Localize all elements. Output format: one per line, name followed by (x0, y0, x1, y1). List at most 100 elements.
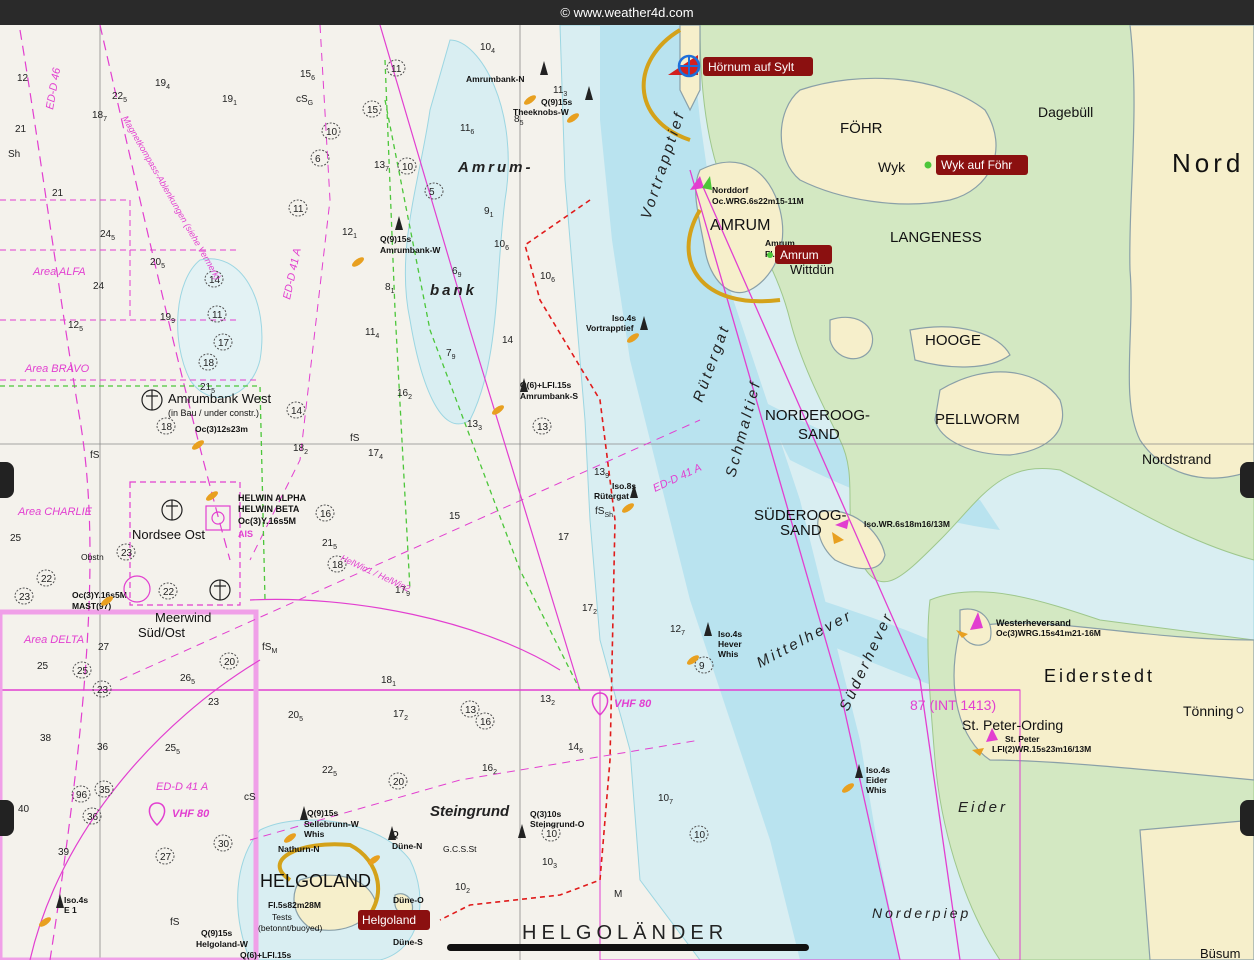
depth-sounding: 79 (446, 348, 456, 361)
svg-text:10: 10 (326, 127, 338, 138)
depth-sounding: 69 (452, 266, 462, 279)
light-stpeter: St. Peter (1005, 734, 1040, 744)
light-amrumbank-s-q: Q(6)+LFl.15s (520, 380, 572, 390)
light-sellebrunn-q: Q(9)15s (307, 808, 338, 818)
wreck-sounding: 14 (204, 270, 224, 288)
wreck-sounding: 35 (94, 780, 114, 798)
label-helgoland: HELGOLAND (260, 871, 371, 891)
label-suderoog-sand: SAND (780, 522, 822, 539)
wreck-sounding: 11 (207, 305, 227, 323)
cable-routes (0, 59, 581, 691)
light-dune-n-q: Q (392, 829, 399, 839)
svg-text:10: 10 (402, 162, 414, 173)
light-helgoland-w-q: Q(9)15s (201, 928, 232, 938)
wreck-sounding: 36 (82, 807, 102, 825)
label-langeness: LANGENESS (890, 229, 982, 246)
label-nord: Nord (1172, 148, 1244, 178)
wreck-sounding: 30 (213, 834, 233, 852)
label-meerwind-sudost: Süd/Ost (138, 625, 185, 640)
label-wittdun: Wittdün (790, 262, 834, 277)
label-suderoog: SÜDEROOG- (754, 506, 847, 524)
depth-sounding: 21 (15, 124, 27, 135)
light-mast: MAST(97) (72, 601, 111, 611)
label-amrumbank-west-sub: (in Bau / under constr.) (168, 408, 259, 418)
wreck-sounding: 16 (315, 504, 335, 522)
wreck-sounding: 10 (397, 157, 417, 175)
light-norddorf: Norddorf (712, 185, 749, 195)
light-rutergat: Rütergat (594, 491, 629, 501)
light-tests: Tests (272, 912, 292, 922)
wreck-sounding: 23 (14, 587, 34, 605)
svg-text:16: 16 (480, 717, 492, 728)
light-dune-o: Düne-O (393, 895, 424, 905)
port-amrum[interactable]: Amrum (767, 245, 832, 264)
label-nordsee-ost: Nordsee Ost (132, 527, 205, 542)
port-markers[interactable]: Hörnum auf Sylt Wyk auf Föhr Amrum Helgo… (358, 54, 1028, 930)
light-helgoland-w: Helgoland-W (196, 939, 249, 949)
port-amrum-label: Amrum (780, 248, 819, 262)
svg-text:23: 23 (19, 592, 31, 603)
depth-sounding: M (614, 889, 622, 900)
wreck-sounding: 10 (689, 825, 709, 843)
depth-sounding: 27 (98, 642, 110, 653)
home-indicator[interactable] (447, 944, 809, 951)
depth-sounding: Sh (8, 149, 20, 160)
label-amrumbank-west: Amrumbank West (168, 391, 271, 406)
wreck-sounding: 13 (460, 700, 480, 718)
copyright-text: © www.weather4d.com (560, 5, 694, 20)
left-edge-handle-lower[interactable] (0, 800, 14, 836)
port-wyk-label: Wyk auf Föhr (941, 158, 1012, 172)
svg-text:13: 13 (465, 705, 477, 716)
depth-sounding: 17 (558, 532, 570, 543)
depth-sounding: 81 (385, 282, 395, 295)
label-vhf-80-2: VHF 80 (172, 808, 210, 820)
depth-sounding: 36 (97, 742, 109, 753)
wreck-sounding: 10 (541, 824, 561, 842)
svg-text:11: 11 (293, 204, 304, 215)
label-helwin-light: Oc(3)Y.16s5M (238, 516, 296, 526)
label-area-charlie: Area CHARLIE (17, 506, 93, 518)
light-mast-light: Oc(3)Y.16s5M (72, 590, 127, 600)
label-area-bravo: Area BRAVO (24, 363, 90, 375)
depth-sounding: 85 (514, 114, 524, 127)
svg-text:5: 5 (429, 187, 435, 198)
light-sellebrunn: Sellebrunn-W (304, 819, 360, 829)
depth-sounding: 25 (10, 533, 22, 544)
label-dagebull: Dagebüll (1038, 104, 1093, 120)
label-vhf-80: VHF 80 (614, 698, 652, 710)
label-area-alfa: Area ALFA (32, 266, 86, 278)
wreck-sounding: 5 (424, 182, 444, 200)
svg-text:9: 9 (699, 661, 705, 672)
mainland-north (1128, 25, 1254, 479)
port-wyk[interactable]: Wyk auf Föhr (936, 155, 1028, 175)
right-edge-handle-lower[interactable] (1240, 800, 1254, 836)
label-norderoog-sand: SAND (798, 426, 840, 443)
wreck-sounding: 11 (288, 199, 308, 217)
svg-text:23: 23 (97, 685, 109, 696)
depth-sounding: 25 (37, 661, 49, 672)
depth-sounding: 39 (58, 847, 70, 858)
wreck-sounding: 23 (116, 543, 136, 561)
light-hever: Hever (718, 639, 742, 649)
svg-text:20: 20 (393, 777, 405, 788)
svg-text:16: 16 (320, 509, 332, 520)
light-amrumbank-west-oc: Oc(3)12s23m (195, 424, 248, 434)
svg-text:18: 18 (203, 358, 215, 369)
wreck-sounding: 15 (362, 100, 382, 118)
label-amrum-bank-2: bank (430, 282, 477, 299)
port-hornum[interactable]: Hörnum auf Sylt (668, 54, 813, 78)
depth-sounding: fS (350, 433, 360, 444)
right-edge-handle[interactable] (1240, 462, 1254, 498)
copyright-bar: © www.weather4d.com (0, 0, 1254, 25)
port-helgoland[interactable]: Helgoland (358, 910, 430, 930)
wreck-sounding: 13 (532, 417, 552, 435)
wreck-sounding: 14 (286, 401, 306, 419)
wreck-sounding: 20 (388, 772, 408, 790)
label-westerhever: Westerheversand (996, 618, 1071, 628)
light-dune-n: Düne-N (392, 841, 422, 851)
left-edge-handle[interactable] (0, 462, 14, 498)
wreck-sounding: 9 (694, 656, 714, 674)
light-steingrund-q: Q(3)10s (530, 809, 561, 819)
light-eider-iso: Iso.4s (866, 765, 890, 775)
